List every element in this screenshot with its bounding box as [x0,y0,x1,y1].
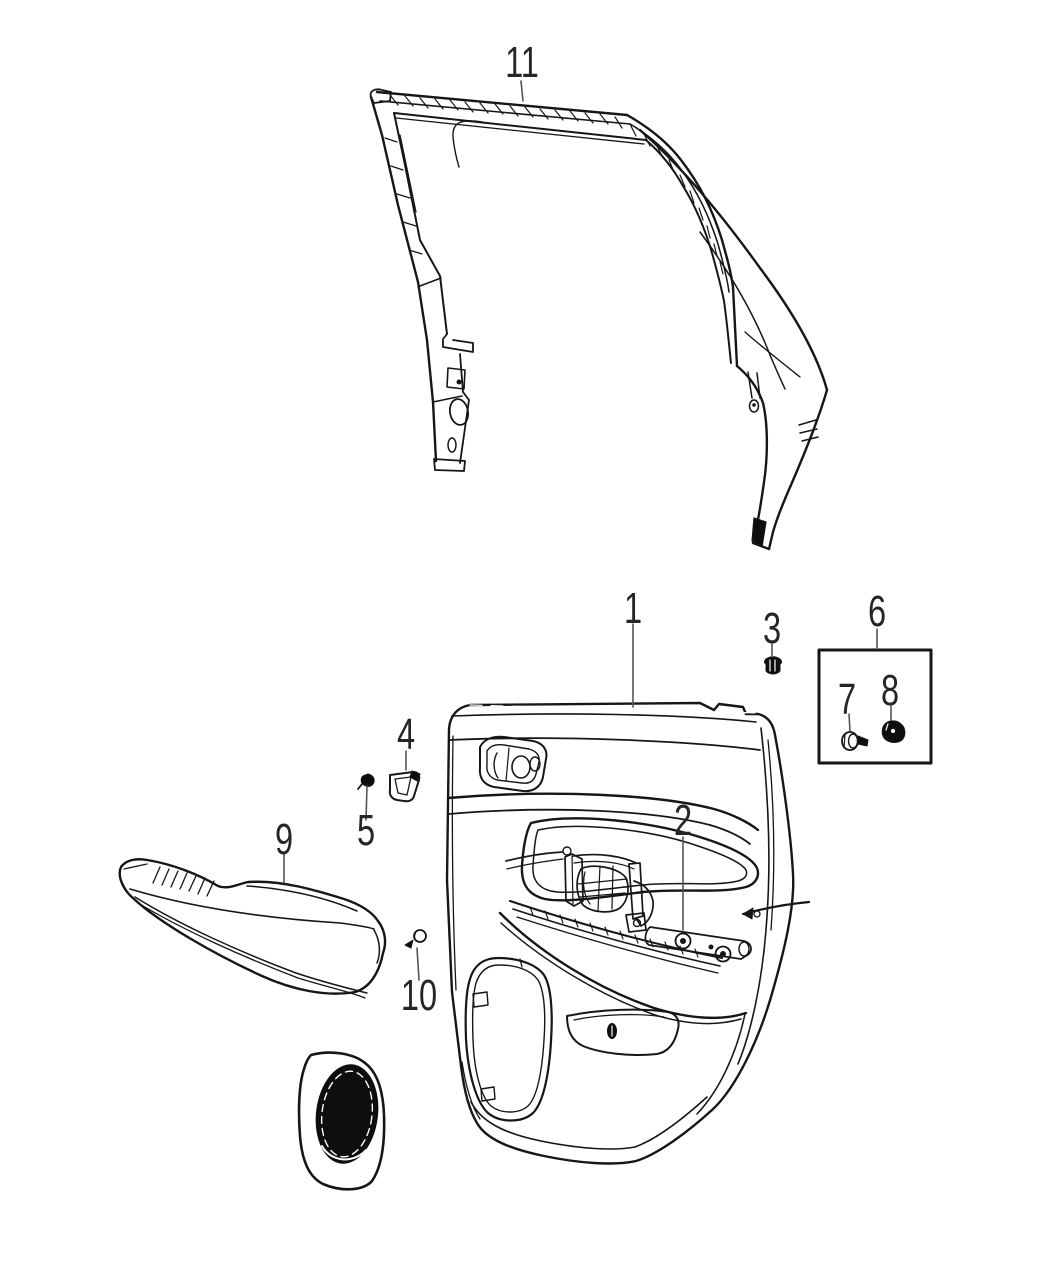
window-surround-molding [369,88,829,551]
callout-6[interactable]: 6 [867,587,887,636]
weatherstrip-hatching [389,94,724,275]
speaker-grille [297,1051,386,1191]
leader-line-7 [848,713,851,732]
panel-fastener-screws [674,932,732,963]
callout-5[interactable]: 5 [356,806,376,855]
leader-lines [283,80,892,981]
callout-8[interactable]: 8 [880,666,900,715]
callout-10[interactable]: 10 [400,971,438,1020]
callout-11[interactable]: 11 [505,38,539,87]
speaker-cone [315,1064,379,1164]
door-handle-bezel [478,735,548,793]
armrest [118,858,387,999]
retainer-clip-3 [764,656,782,675]
callout-1[interactable]: 1 [623,584,643,633]
trim-cap-4 [388,770,421,803]
sill-rail [509,900,723,974]
callout-4[interactable]: 4 [396,710,416,759]
leader-line-10 [416,947,420,981]
nut-8 [881,720,906,743]
callout-9[interactable]: 9 [274,815,294,864]
speaker-opening [464,956,553,1122]
screw-10 [404,929,427,949]
callout-3[interactable]: 3 [762,604,782,653]
screw-5 [357,773,375,790]
map-pocket-opening [566,1008,680,1057]
leader-line-11 [520,80,524,102]
armrest-mounting-bracket [505,846,654,933]
hardware-kit-box [817,648,933,765]
screw-7 [841,731,869,751]
leader-line-5 [365,785,368,821]
door-trim-panel [445,701,811,1165]
callout-7[interactable]: 7 [837,675,857,724]
callout-2[interactable]: 2 [673,796,693,845]
armrest-grip-ribs [152,866,215,897]
